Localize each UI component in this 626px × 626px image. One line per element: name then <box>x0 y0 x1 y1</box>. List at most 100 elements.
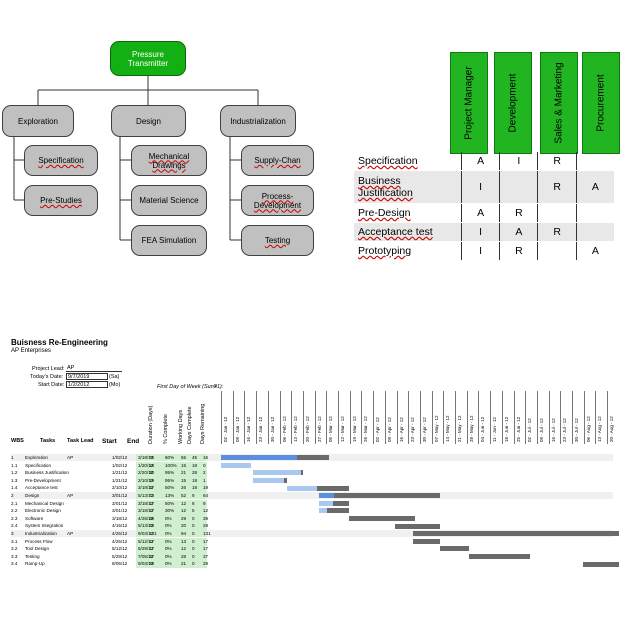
org-branch-label: Industrialization <box>230 116 286 126</box>
gantt-cell-end: 5/13/12 <box>138 523 154 529</box>
raci-cell <box>499 170 538 204</box>
gantt-cell-wbs: 2.3 <box>11 515 18 521</box>
gantt-cell-wbs: 2.2 <box>11 508 18 514</box>
gantt-cell-wd: 55 <box>181 455 187 460</box>
gantt-cell-dur: 28 <box>149 523 155 529</box>
first-day-value[interactable]: 2 <box>214 384 218 390</box>
gantt-cell-task: Process Flow <box>25 538 53 544</box>
gantt-bar-complete <box>252 477 285 483</box>
gantt-cell-wd: 12 <box>181 500 187 506</box>
gantt-cell-wd: 28 <box>181 553 187 559</box>
raci-row: Pre-Design A R <box>354 203 614 223</box>
gantt-company: AP Enterprises <box>11 348 51 354</box>
gantt-cell-dc: 18 <box>192 477 198 483</box>
gantt-cell-task: Design <box>25 493 40 498</box>
week-divider <box>326 391 328 444</box>
project-lead-value[interactable]: AP <box>66 365 122 372</box>
gantt-cell-wd: 29 <box>181 515 187 521</box>
gantt-cell-wbs: 1.4 <box>11 485 18 491</box>
gantt-cell-dc: 5 <box>192 508 195 514</box>
gantt-cell-dr: 64 <box>203 493 209 498</box>
gantt-cell-task: Business Justification <box>25 470 69 476</box>
date-cell-highlight <box>136 514 207 523</box>
gantt-cell-wd: 26 <box>181 485 187 491</box>
raci-cell: A <box>460 203 500 223</box>
org-node-label: Pre-Studies <box>40 196 82 205</box>
gantt-cell-task: System Integration <box>25 523 64 529</box>
week-divider <box>431 391 433 444</box>
org-branch-label: Design <box>136 116 161 126</box>
gantt-cell-start: 8/05/12 <box>112 561 128 567</box>
week-date-label: 23 - Jul - 12 <box>562 418 568 442</box>
gantt-bar-complete <box>319 493 335 499</box>
col-header-days-complete: Days Complete <box>187 406 193 444</box>
raci-task-label: Acceptance test <box>354 222 462 242</box>
gantt-cell-task: Electronic Design <box>25 508 61 514</box>
gantt-cell-task: Mechanical Design <box>25 500 64 506</box>
gantt-cell-pct: 100% <box>165 462 177 468</box>
week-divider <box>490 391 492 444</box>
gantt-cell-pct: 0% <box>165 523 172 529</box>
gantt-cell-start: 1/21/12 <box>112 470 128 476</box>
org-node-specification: Specification <box>24 145 98 176</box>
gantt-cell-end: 5/13/12 <box>138 493 154 498</box>
org-chart: Pressure Transmitter Exploration Design … <box>0 0 340 270</box>
week-divider <box>478 391 480 444</box>
gantt-cell-dr: 131 <box>203 531 211 536</box>
date-cell-highlight <box>136 454 207 462</box>
org-node-supply-chan: Supply-Chan <box>241 145 314 176</box>
gantt-cell-wd: 21 <box>181 561 187 567</box>
raci-row: Specification A I R <box>354 152 614 171</box>
gantt-cell-dc: 0 <box>192 538 195 544</box>
gantt-cell-dur: 17 <box>149 508 155 514</box>
week-date-label: 07 - May - 12 <box>433 415 439 442</box>
gantt-bar-remaining <box>333 500 349 506</box>
week-date-label: 16 - Jul - 12 <box>550 418 556 442</box>
raci-task-label: Pre-Design <box>354 203 462 223</box>
gantt-cell-pct: 0% <box>165 561 172 567</box>
start-date-label: Start Date: <box>38 382 65 388</box>
week-date-label: 16 - Jan - 12 <box>246 416 252 442</box>
gantt-cell-wd: 12 <box>181 546 187 552</box>
gantt-cell-wd: 15 <box>181 477 187 483</box>
gantt-cell-lead: AP <box>67 455 74 460</box>
week-divider <box>338 391 339 444</box>
gantt-cell-pct: 30% <box>165 508 175 514</box>
gantt-cell-wbs: 1.1 <box>11 462 18 468</box>
gantt-cell-wbs: 3.3 <box>11 553 18 559</box>
date-cell-highlight <box>136 537 207 545</box>
gantt-cell-pct: 60% <box>165 455 175 460</box>
week-divider <box>291 391 293 444</box>
org-root-node: Pressure Transmitter <box>110 41 186 76</box>
gantt-cell-end: 5/29/12 <box>138 546 154 552</box>
week-divider <box>548 391 550 444</box>
date-cell-highlight <box>136 530 207 538</box>
date-cell-highlight <box>136 492 207 500</box>
week-date-label: 19 - Mar - 12 <box>351 416 357 442</box>
gantt-cell-pct: 50% <box>165 500 175 506</box>
gantt-cell-wbs: 2.4 <box>11 523 18 529</box>
week-divider <box>560 391 562 444</box>
week-divider <box>513 391 515 444</box>
gantt-bar-remaining <box>300 470 303 476</box>
gantt-cell-end: 7/05/12 <box>138 553 154 559</box>
week-date-label: 04 - Jun - 12 <box>480 416 486 442</box>
col-header-days-remaining: Days Remaining <box>200 403 206 444</box>
raci-role-label: Procurement <box>595 74 607 132</box>
week-divider <box>419 391 421 444</box>
org-node-fea-simulation: FEA Simulation <box>131 225 207 256</box>
start-date-value[interactable]: 1/2/2012 <box>66 381 108 388</box>
date-cell-highlight <box>136 560 207 568</box>
gantt-cell-dur: 131 <box>149 531 157 536</box>
gantt-cell-dur: 73 <box>149 493 155 498</box>
gantt-cell-dur: 39 <box>149 515 155 521</box>
gantt-cell-task: Industrialization <box>25 531 57 536</box>
today-value[interactable]: 9/7/2019 <box>66 373 108 380</box>
raci-cell: R <box>499 241 538 261</box>
gantt-cell-dr: 37 <box>203 553 209 559</box>
raci-role-header: Project Manager <box>450 52 488 154</box>
